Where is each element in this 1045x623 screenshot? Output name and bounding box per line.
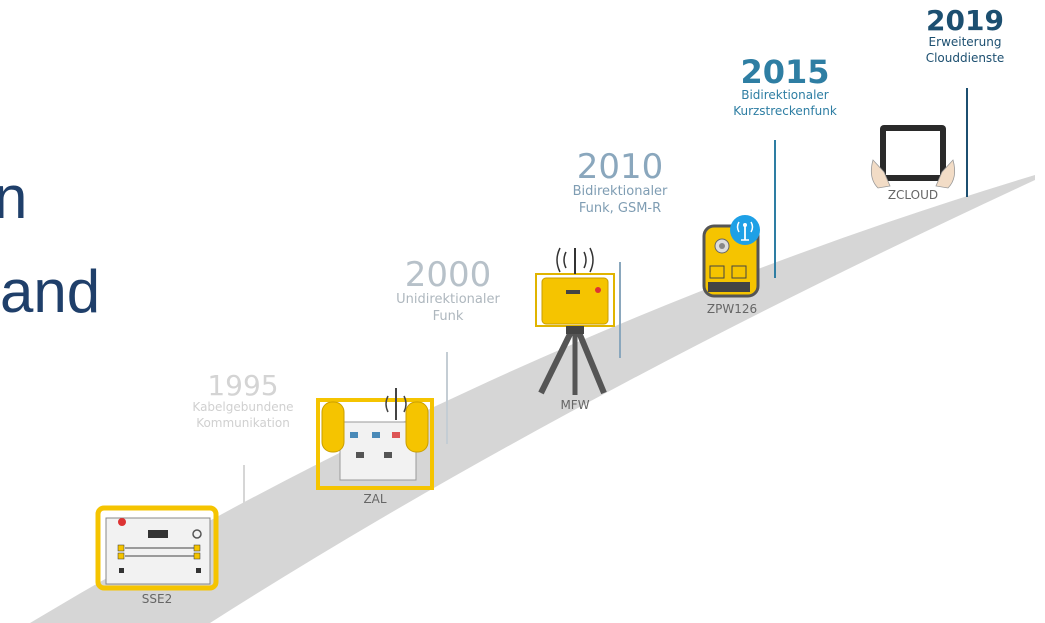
milestone-2010: 2010 Bidirektionaler Funk, GSM-R bbox=[540, 150, 700, 218]
milestone-2000: 2000 Unidirektionaler Funk bbox=[368, 258, 528, 326]
milestone-desc-2019-a: Erweiterung bbox=[928, 35, 1002, 49]
milestone-desc-2019-b: Clouddienste bbox=[925, 50, 1005, 65]
device-label-zal: ZAL bbox=[363, 492, 387, 506]
sse2-device-illustration bbox=[95, 505, 219, 591]
milestone-year-2000: 2000 bbox=[404, 255, 492, 295]
milestone-desc-1995-a: Kabelgebundene bbox=[192, 400, 294, 414]
milestone-year-2019: 2019 bbox=[926, 4, 1004, 37]
milestone-desc-2000-b: Funk bbox=[432, 308, 464, 324]
zcloud-tablet-illustration bbox=[870, 125, 956, 189]
milestone-year-2015: 2015 bbox=[740, 53, 830, 91]
milestone-desc-2010-b: Funk, GSM-R bbox=[578, 200, 662, 216]
milestone-year-1995: 1995 bbox=[207, 369, 279, 402]
device-label-mfw: MFW bbox=[560, 398, 590, 412]
mfw-device-illustration bbox=[535, 247, 615, 395]
milestone-desc-1995-b: Kommunikation bbox=[196, 415, 290, 430]
timeline-road bbox=[30, 175, 1035, 623]
milestone-desc-2010-a: Bidirektionaler bbox=[572, 184, 668, 199]
milestone-2019: 2019 Erweiterung Clouddienste bbox=[900, 7, 1030, 66]
heading-line-1: n bbox=[0, 164, 28, 231]
signal-badge-icon bbox=[730, 215, 760, 245]
milestone-year-2010: 2010 bbox=[576, 147, 664, 187]
milestone-desc-2015-a: Bidirektionaler bbox=[741, 88, 829, 102]
heading-line-2: and bbox=[0, 258, 101, 325]
zal-device-illustration bbox=[316, 388, 434, 490]
milestone-1995: 1995 Kabelgebundene Kommunikation bbox=[168, 372, 318, 431]
device-label-zcloud: ZCLOUD bbox=[887, 188, 939, 202]
milestone-2015: 2015 Bidirektionaler Kurzstreckenfunk bbox=[705, 56, 865, 119]
milestone-desc-2015-b: Kurzstreckenfunk bbox=[733, 103, 837, 118]
device-label-sse2: SSE2 bbox=[141, 592, 173, 606]
device-label-zpw126: ZPW126 bbox=[706, 302, 758, 316]
milestone-desc-2000-a: Unidirektionaler bbox=[396, 292, 500, 307]
